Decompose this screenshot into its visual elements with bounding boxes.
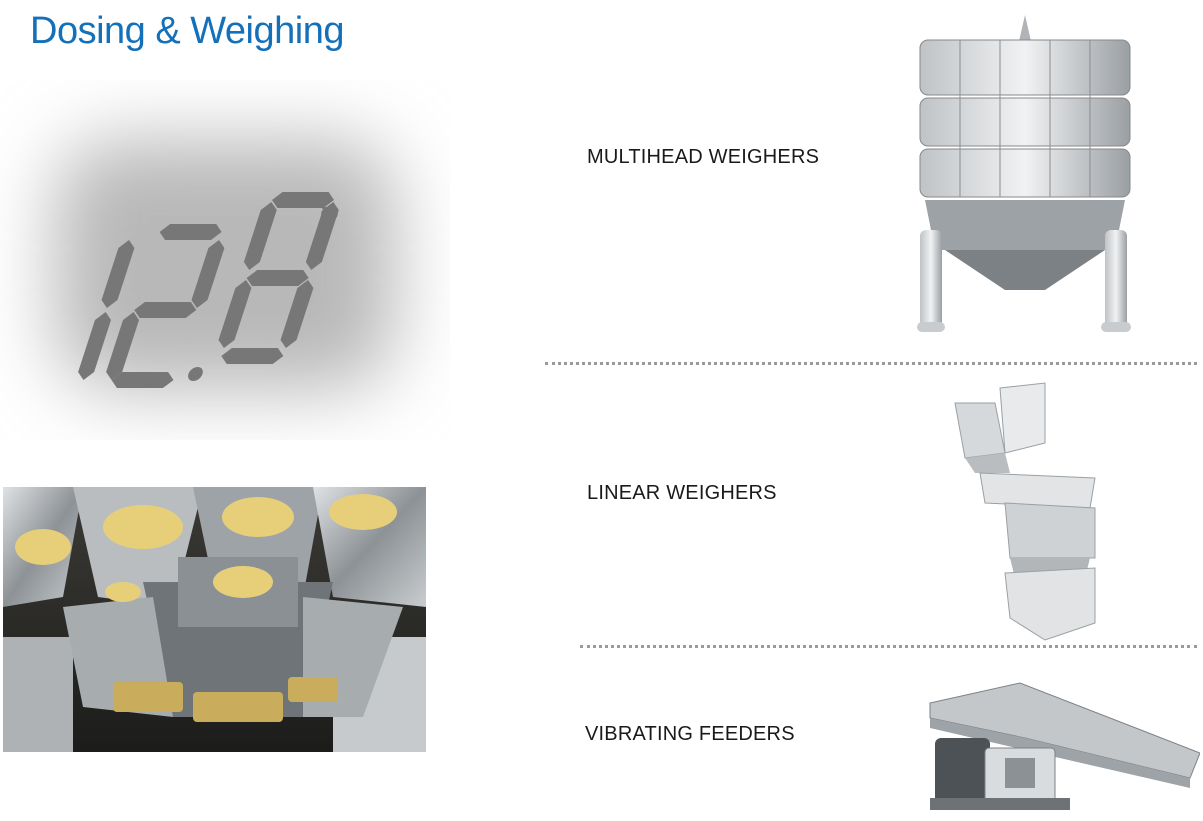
segment bbox=[221, 348, 284, 364]
segment bbox=[305, 202, 339, 270]
segment bbox=[272, 192, 335, 208]
segment bbox=[191, 240, 225, 308]
vibrating-feeder-image bbox=[929, 682, 1200, 810]
segment bbox=[111, 372, 174, 388]
segment bbox=[134, 302, 197, 318]
product-label-vibrating: VIBRATING FEEDERS bbox=[585, 723, 795, 745]
product-label-multihead: MULTIHEAD WEIGHERS bbox=[587, 146, 820, 168]
page-title: Dosing & Weighing bbox=[30, 10, 344, 52]
weight-display: g bbox=[78, 192, 339, 388]
product-label-linear: LINEAR WEIGHERS bbox=[587, 482, 777, 504]
divider bbox=[545, 362, 1197, 365]
segment bbox=[78, 312, 112, 380]
segment bbox=[218, 280, 252, 348]
segment bbox=[101, 240, 135, 308]
unit-label: g bbox=[312, 203, 339, 221]
linear-weigher-image bbox=[954, 382, 1096, 641]
segment bbox=[246, 270, 309, 286]
divider bbox=[580, 645, 1197, 648]
segment bbox=[106, 312, 140, 380]
segment bbox=[243, 202, 277, 270]
segment bbox=[159, 224, 222, 240]
weigher-production-photo bbox=[3, 487, 426, 752]
multihead-weigher-image bbox=[917, 15, 1131, 332]
segment bbox=[280, 280, 314, 348]
decimal-point bbox=[188, 367, 203, 381]
